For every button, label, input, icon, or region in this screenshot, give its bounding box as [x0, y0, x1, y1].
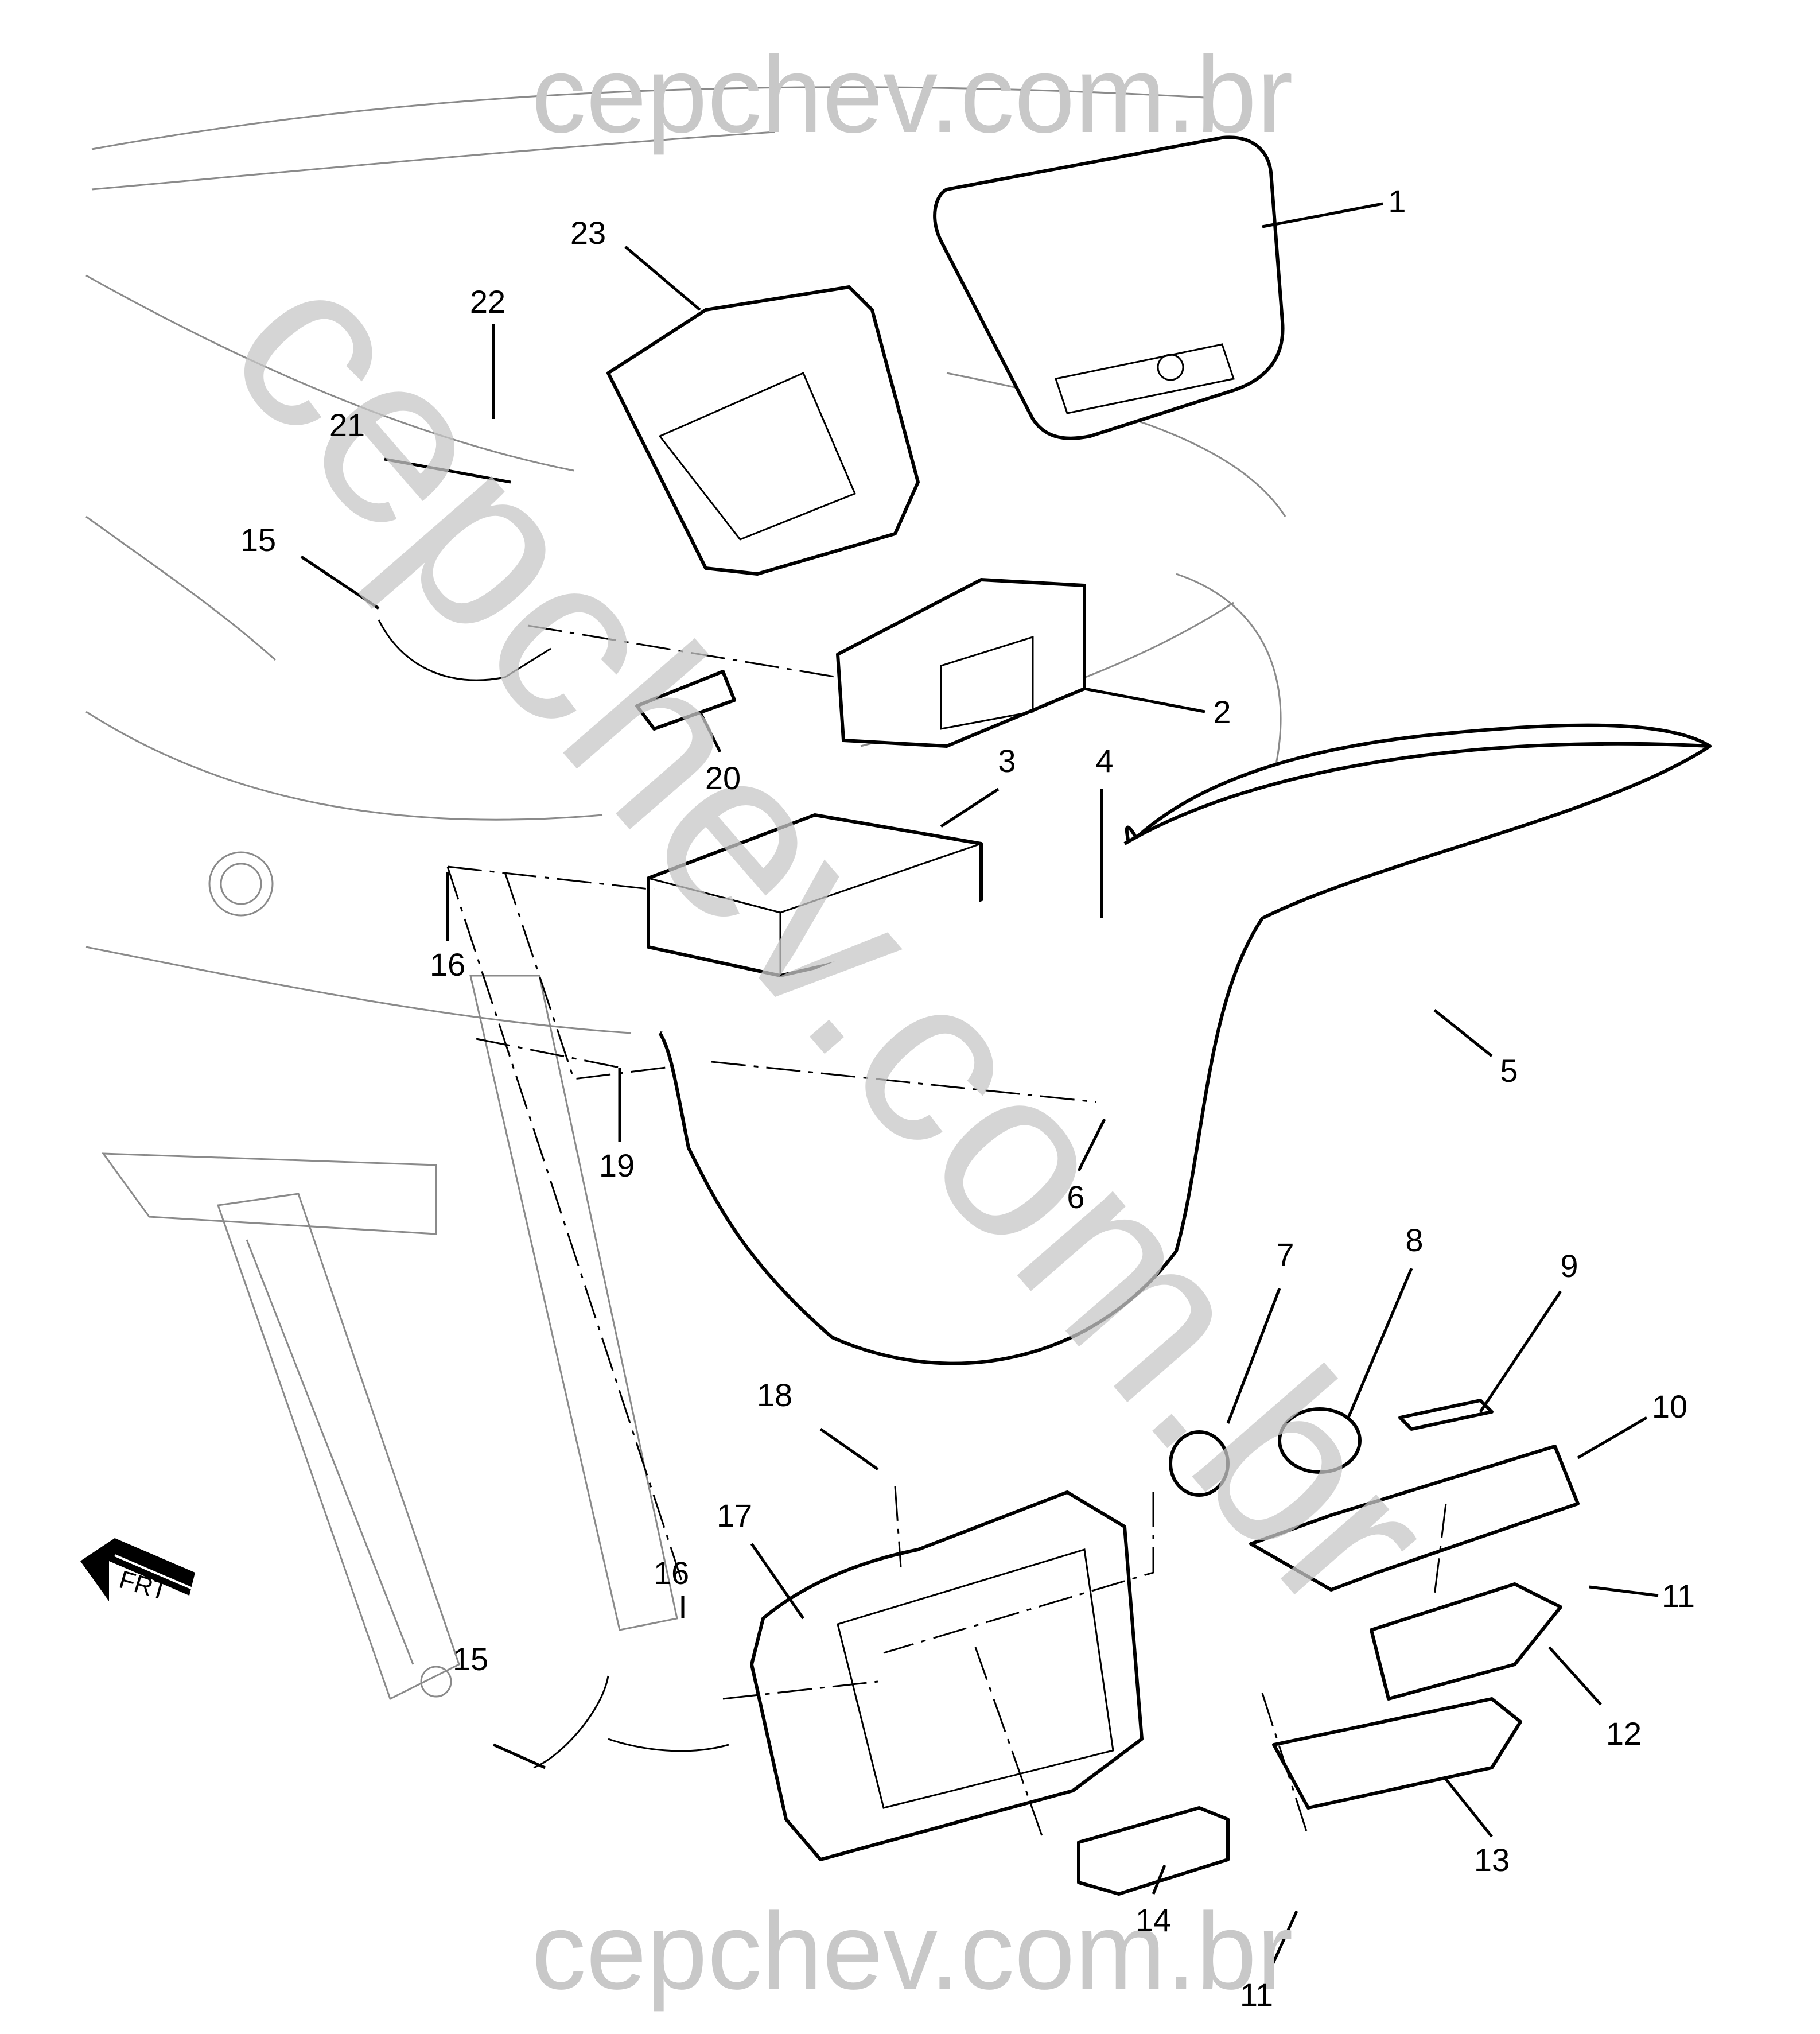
- callout-4: 4: [1095, 743, 1113, 779]
- callout-1: 1: [1388, 183, 1406, 219]
- callout-7: 7: [1276, 1236, 1294, 1272]
- part-13-bin: [1272, 1697, 1522, 1810]
- leader-lines: [300, 202, 1659, 1975]
- part-8-socket: [1278, 1407, 1362, 1474]
- callout-14: 14: [1135, 1902, 1171, 1938]
- callout-16-bottom: 16: [654, 1555, 689, 1591]
- callout-20: 20: [705, 760, 741, 796]
- callout-13: 13: [1474, 1842, 1510, 1878]
- part-7-ring: [1169, 1430, 1230, 1497]
- part-17-console: [750, 1490, 1144, 1861]
- part-5-trim-panel: [658, 723, 1712, 1365]
- callout-22: 22: [470, 284, 505, 320]
- front-direction-marker: FRT: [80, 1538, 196, 1606]
- callout-16-top: 16: [430, 946, 465, 983]
- callout-17: 17: [717, 1497, 752, 1534]
- part-10-tray: [1249, 1445, 1580, 1592]
- part-23-bracket: [606, 285, 920, 576]
- callout-11-right: 11: [1662, 1578, 1695, 1614]
- assembly-lines: [446, 624, 1447, 1843]
- callout-5: 5: [1500, 1053, 1518, 1089]
- callout-9: 9: [1560, 1248, 1578, 1284]
- callout-11-bottom: 11: [1240, 1977, 1273, 2013]
- callout-10: 10: [1652, 1388, 1687, 1424]
- callout-12: 12: [1606, 1715, 1642, 1752]
- callout-23: 23: [570, 215, 606, 251]
- part-1-display: [933, 135, 1285, 440]
- part-12-cover: [1370, 1582, 1562, 1701]
- part-15-harness: [378, 619, 729, 1769]
- callout-15-bottom: 15: [453, 1641, 488, 1677]
- part-14-usb-module: [1077, 1806, 1230, 1896]
- callout-8: 8: [1405, 1222, 1423, 1258]
- callout-21: 21: [329, 407, 365, 443]
- callout-3: 3: [998, 743, 1016, 779]
- callout-15-top: 15: [240, 522, 276, 558]
- vehicle-structure-background: [85, 86, 1286, 1701]
- callout-19: 19: [599, 1147, 635, 1183]
- part-20-hazard-switch: [635, 670, 736, 731]
- callout-labels: 1 2 3 4 5 6 7 8 9 10 11 11 12 13 14 15 1…: [240, 183, 1695, 2013]
- part-9-plate: [1398, 1399, 1494, 1431]
- watermark-bottom: cepchev.com.br: [531, 1891, 1293, 2012]
- callout-18: 18: [757, 1377, 792, 1413]
- part-2-radio: [836, 578, 1086, 748]
- callout-6: 6: [1067, 1179, 1084, 1215]
- callout-2: 2: [1213, 694, 1231, 730]
- watermark-top: cepchev.com.br: [531, 34, 1293, 156]
